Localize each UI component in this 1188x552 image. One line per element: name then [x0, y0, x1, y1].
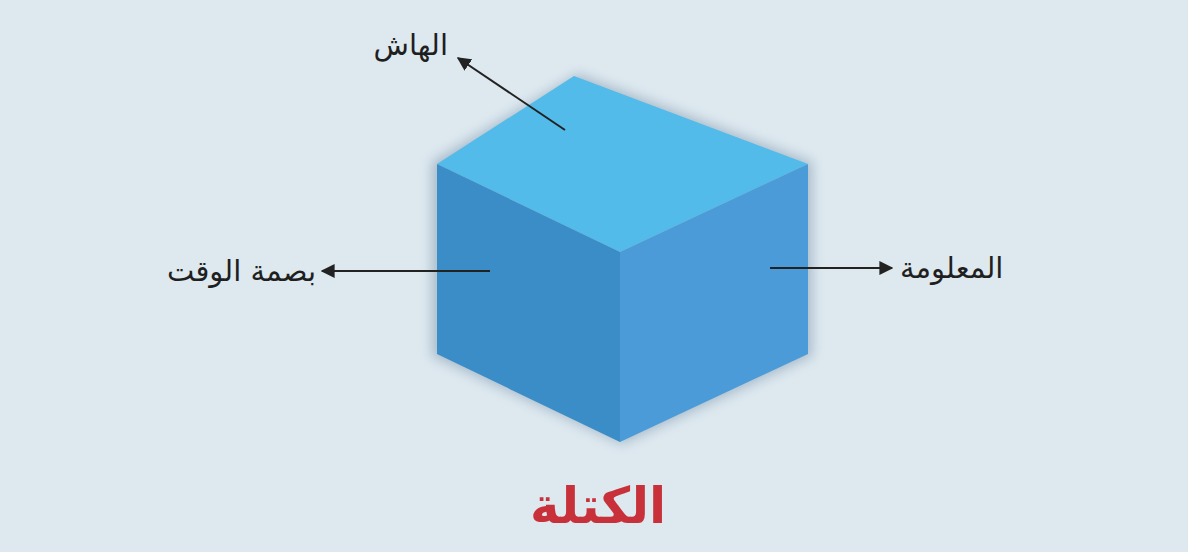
leader-arrow	[322, 270, 490, 272]
cube-left-face	[437, 164, 620, 442]
cube-shadow	[432, 74, 812, 444]
leader-arrow	[458, 58, 565, 130]
leader-arrow	[770, 267, 892, 269]
caption: الكتلة	[530, 476, 666, 536]
part-label: الهاش	[374, 28, 449, 63]
cube-right-face	[620, 164, 808, 442]
part-label: المعلومة	[900, 251, 1003, 286]
part-label: بصمة الوقت	[167, 254, 316, 289]
